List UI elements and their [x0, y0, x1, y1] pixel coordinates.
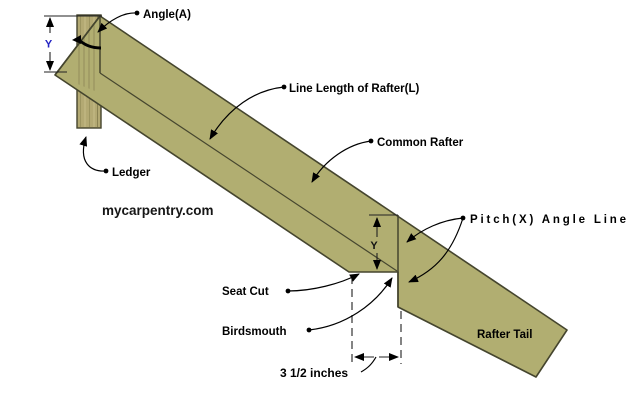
seat-width-label: 3 1/2 inches	[280, 366, 348, 380]
rafter-body	[54, 15, 568, 378]
y-dimension-ridge: Y	[44, 15, 102, 73]
callout-angle: Angle(A)	[97, 9, 191, 33]
y-dimension-birdsmouth-label: Y	[370, 240, 378, 252]
leader-ledger	[79, 136, 107, 172]
callout-pitch-angle-line: Pitch(X) Angle Line	[406, 214, 626, 283]
seat-width-leader	[360, 356, 377, 373]
leader-seat-cut	[287, 273, 360, 292]
angle-arc-arrowhead	[72, 35, 81, 44]
label-angle: Angle(A)	[143, 9, 191, 21]
callout-ledger: Ledger	[79, 136, 151, 179]
leader-common-rafter	[311, 140, 372, 183]
label-birdsmouth: Birdsmouth	[222, 326, 287, 338]
callout-seat-cut: Seat Cut	[222, 273, 360, 298]
ridge-plumb-cut-top-edge	[54, 15, 101, 76]
measuring-line	[99, 72, 398, 272]
angle-arc	[72, 35, 102, 50]
seat-width-dimension: 3 1/2 inches	[280, 276, 402, 380]
leader-pitch-upper	[406, 217, 464, 243]
leader-line-length	[209, 86, 285, 140]
leader-pitch-lower	[408, 217, 464, 283]
label-ledger: Ledger	[112, 167, 151, 179]
site-watermark: mycarpentry.com	[102, 203, 214, 218]
callout-common-rafter: Common Rafter	[311, 137, 464, 183]
leader-birdsmouth	[308, 277, 393, 331]
label-seat-cut: Seat Cut	[222, 286, 269, 298]
label-pitch-angle-line: Pitch(X) Angle Line	[470, 214, 626, 226]
leader-angle	[97, 12, 138, 33]
y-dimension-birdsmouth: Y	[369, 214, 398, 270]
y-dimension-ridge-label: Y	[45, 39, 53, 51]
label-common-rafter: Common Rafter	[377, 137, 464, 149]
callout-birdsmouth: Birdsmouth	[222, 277, 393, 338]
label-line-length: Line Length of Rafter(L)	[289, 83, 419, 95]
callout-line-length: Line Length of Rafter(L)	[209, 83, 419, 140]
label-rafter-tail: Rafter Tail	[477, 329, 532, 341]
